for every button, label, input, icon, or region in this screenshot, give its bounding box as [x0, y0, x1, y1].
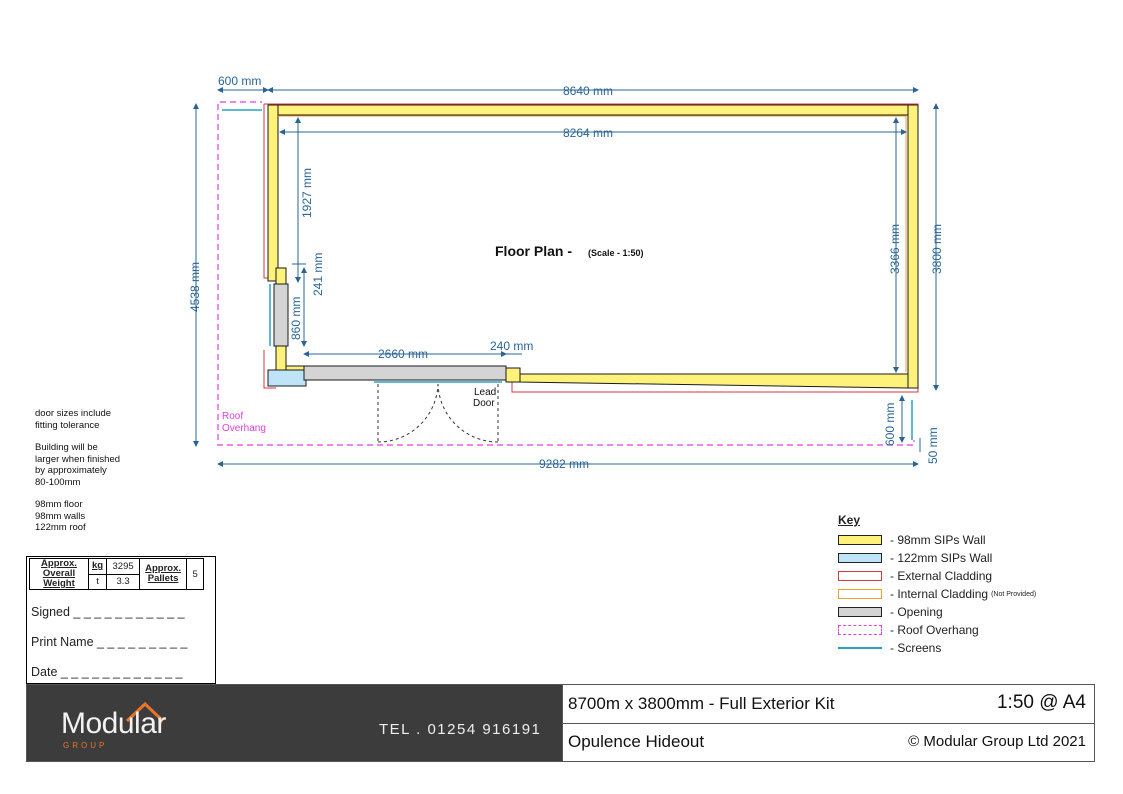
top-wall	[267, 104, 919, 116]
legend-swatch	[838, 553, 882, 563]
opening-window	[273, 283, 289, 347]
legend-item: - Roof Overhang	[838, 621, 1036, 639]
kg-value: 3295	[106, 558, 141, 575]
lead-door-label-2: Door	[473, 398, 495, 409]
legend-rows: - 98mm SIPs Wall - 122mm SIPs Wall - Exter…	[838, 531, 1036, 657]
build-notes: door sizes include fitting tolerance Bui…	[35, 408, 120, 545]
dim-4538: 4538 mm	[188, 262, 202, 312]
dim-241: 241 mm	[311, 253, 325, 296]
date-label: Date	[31, 665, 58, 679]
project-name: Opulence Hideout	[568, 732, 705, 751]
legend-swatch	[838, 625, 882, 635]
dim-8264: 8264 mm	[563, 126, 613, 140]
date-line: Date _ _ _ _ _ _ _ _ _ _ _ _	[31, 665, 183, 679]
t-value: 3.3	[106, 573, 141, 590]
logo-wordmark: Modular	[61, 707, 166, 740]
pallets-label: Approx. Pallets	[139, 558, 188, 590]
dim-860: 860 mm	[289, 297, 303, 340]
return-wall	[505, 367, 521, 383]
floor-plan-scale: (Scale - 1:50)	[588, 248, 644, 258]
note-thickness: 98mm floor 98mm walls 122mm roof	[35, 499, 86, 533]
telephone: TEL . 01254 916191	[379, 721, 542, 738]
legend-swatch	[838, 571, 882, 581]
legend-title: Key	[838, 513, 861, 527]
legend-label: - 122mm SIPs Wall	[890, 551, 993, 565]
dimension-lines	[193, 87, 939, 467]
divider-h	[562, 723, 1094, 724]
logo-roof-icon	[125, 701, 165, 723]
copyright: © Modular Group Ltd 2021	[908, 733, 1086, 750]
weight-table: Approx. Overall Weight kg 3295 Approx. P…	[29, 558, 205, 590]
lead-door-label-1: Lead	[474, 387, 496, 398]
legend: Key - 98mm SIPs Wall - 122mm SIPs Wall - E…	[838, 513, 1036, 657]
t-unit: t	[87, 573, 108, 590]
dim-600-right: 600 mm	[883, 403, 897, 446]
floor-plan-drawing: 600 mm 8640 mm 8264 mm 1927 mm 241 mm 86…	[188, 74, 944, 471]
dim-600-top: 600 mm	[218, 74, 261, 88]
legend-note: (Not Provided)	[991, 590, 1037, 598]
dim-8640: 8640 mm	[563, 84, 613, 98]
signed-label: Signed	[31, 605, 70, 619]
note-building-larger: Building will be larger when finished by…	[35, 442, 121, 488]
legend-item: - 122mm SIPs Wall	[838, 549, 1036, 567]
legend-label: - 98mm SIPs Wall	[890, 533, 986, 547]
sips-122-panel	[267, 369, 307, 387]
print-name-label: Print Name	[31, 635, 94, 649]
legend-label: - Screens	[890, 641, 942, 655]
stub-wall	[275, 267, 287, 285]
sips-walls	[267, 104, 919, 389]
legend-label: - Roof Overhang	[890, 623, 979, 637]
overall-weight-label: Approx. Overall Weight	[29, 558, 89, 590]
legend-label: - Internal Cladding	[890, 587, 989, 601]
bottom-wall	[517, 373, 909, 389]
door-swing	[377, 383, 499, 443]
roof-overhang-label-2: Overhang	[222, 423, 266, 434]
floor-plan-title: Floor Plan -	[495, 243, 572, 259]
legend-label: - Opening	[890, 605, 943, 619]
dim-1927: 1927 mm	[300, 168, 314, 218]
title-block: Modular GROUP TEL . 01254 916191 8700m x…	[26, 684, 1095, 762]
dim-50: 50 mm	[926, 427, 940, 464]
kg-unit: kg	[87, 558, 108, 575]
logo-panel: Modular GROUP TEL . 01254 916191	[27, 685, 562, 761]
dim-3366: 3366 mm	[888, 224, 902, 274]
legend-swatch	[838, 589, 882, 599]
legend-swatch	[838, 607, 882, 617]
signed-line: Signed _ _ _ _ _ _ _ _ _ _ _	[31, 605, 185, 619]
print-name-line: Print Name _ _ _ _ _ _ _ _ _	[31, 635, 188, 649]
left-wall-upper	[267, 104, 279, 282]
product-title: 8700m x 3800mm - Full Exterior Kit	[568, 694, 835, 713]
right-wall	[907, 104, 919, 389]
dim-240: 240 mm	[490, 339, 533, 353]
logo-subtitle: GROUP	[63, 741, 108, 750]
legend-item: - 98mm SIPs Wall	[838, 531, 1036, 549]
legend-label: - External Cladding	[890, 569, 993, 583]
legend-item: - Screens	[838, 639, 1036, 657]
opening-door	[303, 365, 507, 381]
legend-item: - External Cladding	[838, 567, 1036, 585]
dim-2660: 2660 mm	[378, 347, 428, 361]
pallets-value: 5	[186, 558, 205, 590]
screens	[222, 109, 913, 440]
dim-9282: 9282 mm	[539, 457, 589, 471]
drawing-scale: 1:50 @ A4	[996, 692, 1086, 713]
legend-item: - Internal Cladding(Not Provided)	[838, 585, 1036, 603]
dim-3800: 3800 mm	[930, 224, 944, 274]
internal-cladding	[278, 115, 907, 372]
legend-swatch	[838, 535, 882, 545]
roof-overhang-label-1: Roof	[222, 411, 243, 422]
roof-overhang-outline	[217, 101, 915, 446]
legend-item: - Opening	[838, 603, 1036, 621]
note-door-sizes: door sizes include fitting tolerance	[35, 408, 112, 431]
legend-swatch	[838, 647, 882, 649]
weight-signoff-box: Approx. Overall Weight kg 3295 Approx. P…	[26, 556, 216, 684]
